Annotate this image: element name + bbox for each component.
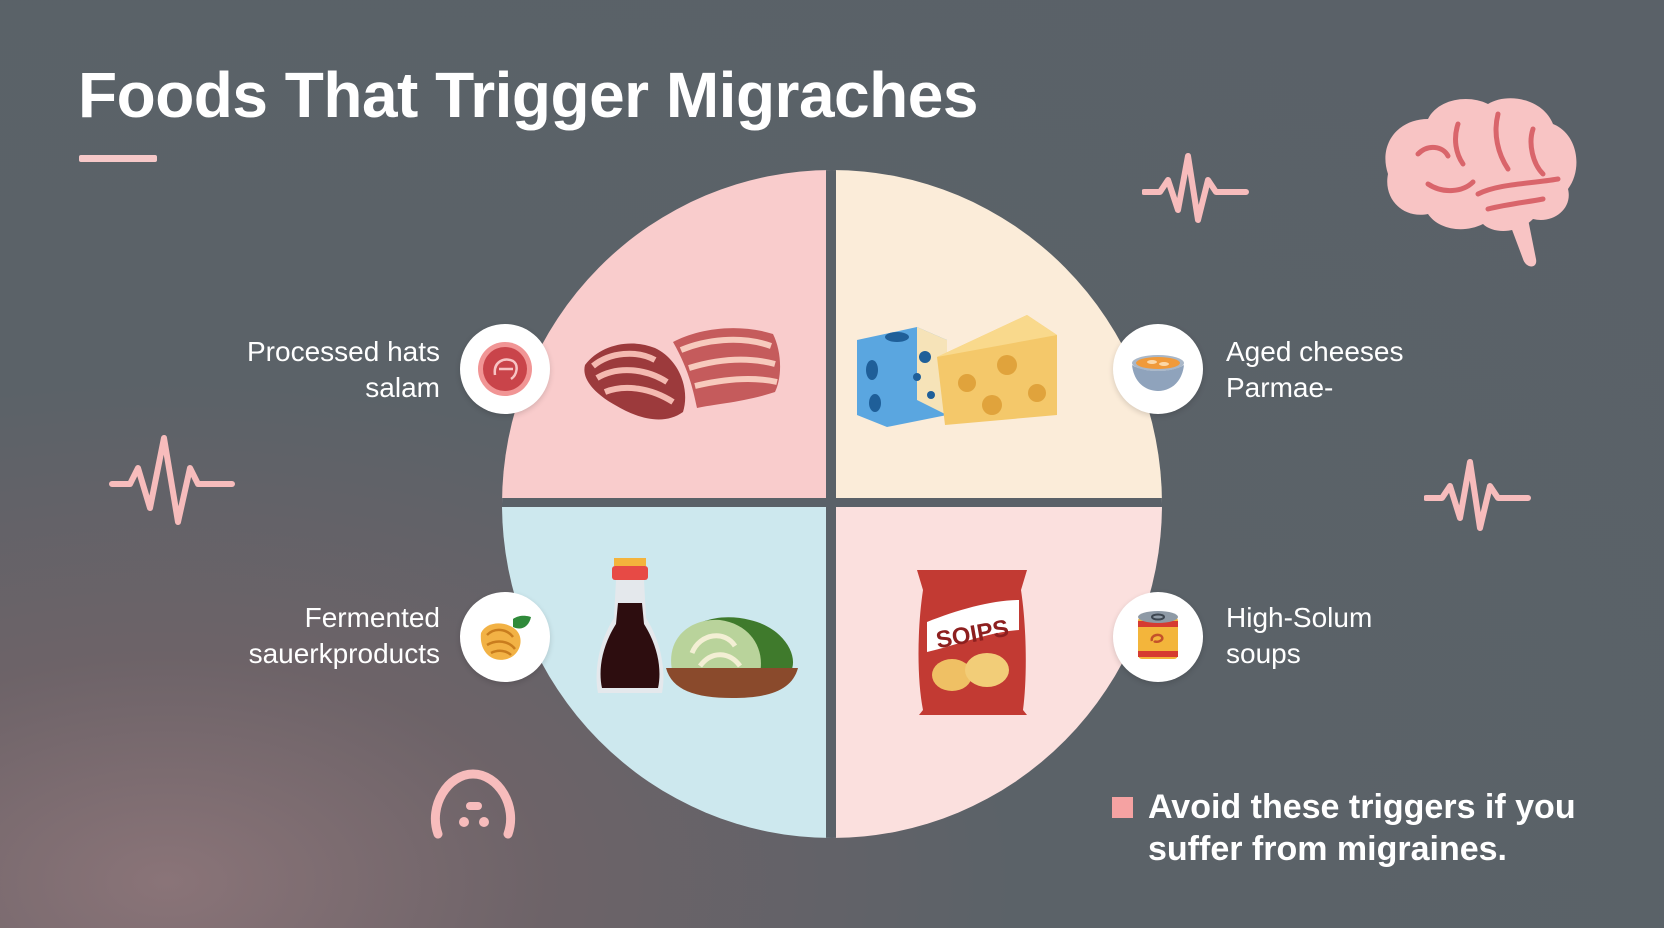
food-trigger-pie: SOIPS: [502, 170, 1162, 838]
callout-marker: [1112, 797, 1133, 818]
bacon-icon: [584, 328, 781, 420]
heartbeat-icon: [1424, 459, 1531, 531]
brain-icon: [1385, 98, 1577, 267]
page-title: Foods That Trigger Migraches: [78, 59, 978, 131]
sauerkraut-icon: [480, 615, 531, 660]
badge-fermented-products: [460, 592, 550, 682]
salami-icon: [478, 342, 532, 396]
soup-bowl-icon: [1132, 355, 1184, 391]
label-fermented-products: Fermented sauerkproducts: [248, 602, 440, 669]
label-aged-cheeses: Aged cheeses Parmae-: [1226, 336, 1404, 403]
quadrant-processed-meats: [502, 170, 832, 504]
badge-high-sodium-soups: [1113, 592, 1203, 682]
badge-aged-cheeses: [1113, 324, 1203, 414]
heartbeat-icon: [1142, 153, 1249, 223]
soy-sauce-and-cabbage-icon: [596, 558, 798, 698]
title-underline: [79, 155, 157, 162]
headache-face-icon: [430, 769, 516, 839]
badge-processed-meats: [460, 324, 550, 414]
label-high-sodium-soups: High-Solum soups: [1226, 602, 1373, 669]
chips-bag-icon: SOIPS: [917, 570, 1027, 715]
callout-text: Avoid these triggers if you suffer from …: [1148, 788, 1576, 868]
label-processed-meats: Processed hats salam: [247, 336, 440, 403]
canned-soup-icon: [1138, 611, 1178, 659]
cheese-icon: [857, 315, 1057, 427]
heartbeat-icon: [109, 435, 235, 525]
